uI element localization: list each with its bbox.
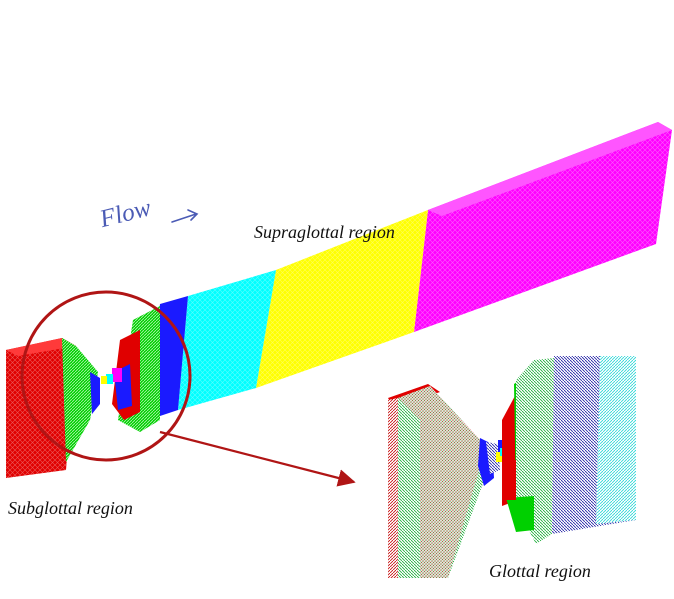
supraglottal-duct xyxy=(148,122,672,420)
flow-arrow-icon xyxy=(171,209,199,223)
glottis-callout-circle xyxy=(20,290,192,462)
supraglottal-region-label: Supraglottal region xyxy=(254,222,395,242)
glottal-region-inset xyxy=(386,356,638,578)
callout-arrow xyxy=(159,430,356,487)
glottal-region-label: Glottal region xyxy=(489,561,591,581)
glottis-right-wedge xyxy=(101,306,160,432)
inset-right-cyan-face xyxy=(596,356,636,524)
subglottal-region-label: Subglottal region xyxy=(8,498,133,518)
inset-left-red-face xyxy=(388,398,398,578)
subglottal-blue-taper xyxy=(90,372,100,414)
